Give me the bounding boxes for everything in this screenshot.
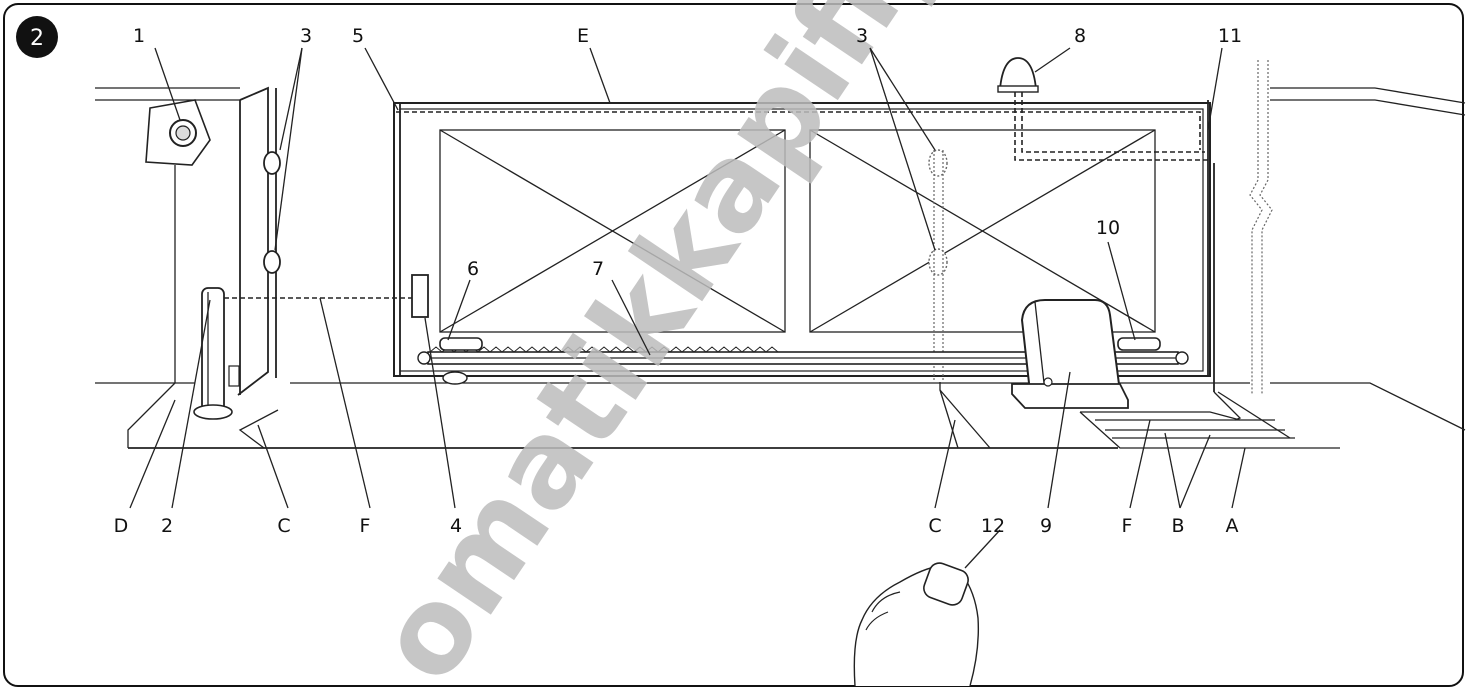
label-3-right: 3 bbox=[856, 25, 868, 47]
sliding-gate bbox=[393, 102, 1211, 377]
label-6: 6 bbox=[467, 258, 479, 280]
photocell-post bbox=[193, 287, 240, 420]
photocell-gate-pair bbox=[928, 149, 948, 382]
label-8: 8 bbox=[1074, 25, 1086, 47]
flashing-light-left bbox=[145, 99, 211, 383]
label-9: 9 bbox=[1040, 515, 1052, 537]
figure-frame bbox=[3, 3, 1464, 687]
label-7: 7 bbox=[592, 258, 604, 280]
ground-slab bbox=[127, 382, 1118, 449]
label-D: D bbox=[114, 515, 129, 537]
label-B: B bbox=[1171, 515, 1184, 537]
gate-wheel bbox=[442, 371, 468, 385]
label-12: 12 bbox=[981, 515, 1005, 537]
limit-stop-left bbox=[439, 337, 483, 351]
right-post bbox=[1207, 100, 1215, 392]
callout-labels: 1 3 5 E 3 8 11 10 6 7 D 2 C F 4 C 12 9 F… bbox=[114, 25, 1242, 537]
figure-number: 2 bbox=[30, 26, 44, 51]
remote-control-hand bbox=[853, 562, 979, 687]
figure-number-badge: 2 bbox=[16, 16, 58, 58]
label-2: 2 bbox=[161, 515, 173, 537]
label-1: 1 bbox=[133, 25, 145, 47]
label-F-right: F bbox=[1122, 515, 1133, 537]
label-A: A bbox=[1226, 515, 1239, 537]
label-F-left: F bbox=[360, 515, 371, 537]
label-4: 4 bbox=[450, 515, 462, 537]
cable-top bbox=[396, 111, 1201, 150]
label-3-left: 3 bbox=[300, 25, 312, 47]
label-E: E bbox=[577, 25, 589, 47]
leader-lines bbox=[129, 47, 1246, 569]
motor-slab bbox=[939, 382, 1340, 449]
left-pillar bbox=[237, 86, 277, 396]
label-10: 10 bbox=[1096, 217, 1120, 239]
photocell-pillar-pair bbox=[263, 151, 281, 274]
gear-motor bbox=[1011, 299, 1129, 409]
label-C-left: C bbox=[277, 515, 290, 537]
label-11: 11 bbox=[1218, 25, 1242, 47]
gate-photocell bbox=[411, 274, 429, 318]
label-5: 5 bbox=[352, 25, 364, 47]
limit-stop-right bbox=[1117, 337, 1161, 351]
label-C-right: C bbox=[928, 515, 941, 537]
cable-right bbox=[1213, 391, 1242, 421]
fence-break bbox=[1249, 60, 1273, 395]
rack bbox=[417, 346, 1189, 365]
flashing-light-top bbox=[997, 57, 1210, 161]
cable-c-right bbox=[939, 389, 959, 449]
